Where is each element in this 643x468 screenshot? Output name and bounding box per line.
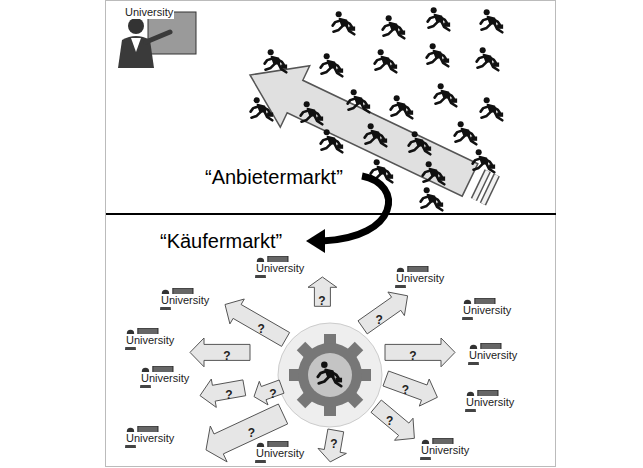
divider-line (106, 213, 556, 215)
question-mark: ? (402, 384, 409, 396)
market-heading: “Käufermarkt” (160, 229, 282, 253)
university-label-text: University (160, 294, 210, 307)
university-label: University (140, 368, 190, 386)
question-mark: ? (318, 295, 325, 307)
university-label-text: University (462, 304, 512, 317)
frame (106, 1, 556, 467)
university-label-text: University (255, 262, 305, 275)
arrow-shape (383, 336, 457, 369)
university-label: University (124, 2, 174, 20)
university-label: University (395, 268, 445, 286)
university-label: University (255, 443, 305, 461)
market-heading-text: “Anbietermarkt” (205, 165, 343, 189)
question-mark: ? (248, 427, 255, 439)
university-label-text: University (468, 349, 518, 362)
question-arrow: ? (198, 377, 248, 409)
university-figures (125, 256, 501, 463)
university-label: University (468, 345, 518, 363)
university-label-text: University (420, 444, 470, 457)
question-arrow: ? (316, 427, 348, 464)
university-label-text: University (124, 6, 174, 19)
question-mark: ? (376, 314, 383, 326)
university-label-text: University (465, 396, 515, 409)
university-label: University (125, 428, 175, 446)
arrow-shape (198, 377, 248, 409)
university-label: University (462, 300, 512, 318)
question-arrow: ? (188, 336, 252, 369)
university-label: University (125, 330, 175, 348)
professor-figure (118, 12, 196, 68)
question-mark: ? (409, 350, 416, 362)
university-label-text: University (125, 432, 175, 445)
market-heading-text: “Käufermarkt” (160, 229, 282, 253)
question-arrow: ? (356, 290, 410, 336)
university-label-text: University (125, 334, 175, 347)
question-arrow: ? (369, 398, 416, 442)
arrow-shape (204, 402, 290, 464)
question-arrow: ? (306, 275, 339, 308)
question-mark: ? (330, 438, 337, 450)
question-arrow: ? (204, 402, 290, 464)
question-mark: ? (225, 389, 232, 401)
arrow-shape (381, 369, 439, 408)
university-label: University (420, 440, 470, 458)
arrow-shape (223, 297, 292, 348)
university-label-text: University (255, 447, 305, 460)
question-arrow: ? (223, 297, 292, 348)
university-label: University (465, 392, 515, 410)
question-mark: ? (269, 388, 276, 400)
market-heading: “Anbietermarkt” (205, 165, 343, 189)
university-label: University (160, 290, 210, 308)
question-mark: ? (257, 323, 264, 335)
university-label-text: University (395, 272, 445, 285)
arrow-shape (188, 336, 252, 369)
gear-hub (278, 323, 382, 427)
university-label-text: University (140, 372, 190, 385)
question-arrow: ? (383, 336, 457, 369)
question-mark: ? (223, 350, 230, 362)
question-mark: ? (386, 415, 393, 427)
university-label: University (255, 258, 305, 276)
question-arrow: ? (252, 378, 286, 407)
question-arrow: ? (381, 369, 439, 408)
